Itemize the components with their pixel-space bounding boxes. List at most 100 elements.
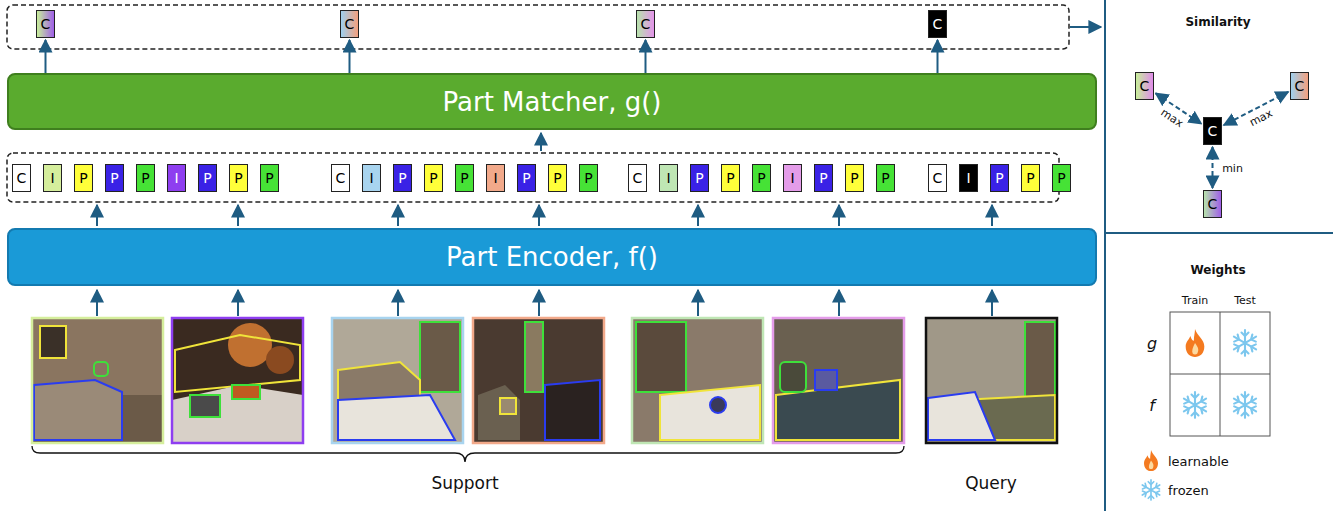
node-text: C xyxy=(336,170,346,186)
part-token: I xyxy=(362,164,381,192)
part-token: P xyxy=(229,164,248,192)
class-token: C xyxy=(928,10,947,38)
edge-label: max xyxy=(1158,105,1187,130)
part-token: I xyxy=(486,164,505,192)
part-token: P xyxy=(721,164,740,192)
text-label: Support xyxy=(431,473,498,493)
node-text: P xyxy=(881,170,889,186)
node-text: P xyxy=(79,170,87,186)
part-token: I xyxy=(167,164,186,192)
class-token: C xyxy=(636,10,655,38)
node-text: I xyxy=(174,170,178,186)
node-text: C xyxy=(345,16,355,32)
node-text: I xyxy=(50,170,54,186)
node-text: C xyxy=(41,16,51,32)
node-text: P xyxy=(1057,170,1065,186)
node-text: C xyxy=(1140,78,1150,94)
node-text: P xyxy=(265,170,273,186)
edge-label: min xyxy=(1221,161,1244,174)
text-label: g xyxy=(1147,334,1157,353)
part-token: P xyxy=(517,164,536,192)
text-label: Test xyxy=(1234,294,1256,307)
node-text: P xyxy=(398,170,406,186)
part-token: P xyxy=(1052,164,1071,192)
connector xyxy=(45,40,47,73)
text-label: f xyxy=(1149,396,1155,415)
node-text: P xyxy=(203,170,211,186)
part-token: I xyxy=(43,164,62,192)
node-text: I xyxy=(493,170,497,186)
text-label: Query xyxy=(965,473,1017,493)
part-token: P xyxy=(455,164,474,192)
class-token: C xyxy=(1203,117,1222,145)
node-text: P xyxy=(850,170,858,186)
node-text: I xyxy=(369,170,373,186)
node-text: P xyxy=(234,170,242,186)
node-text: P xyxy=(141,170,149,186)
class-token: C xyxy=(36,10,55,38)
part-token: P xyxy=(260,164,279,192)
class-token: C xyxy=(340,10,359,38)
node-text: P xyxy=(584,170,592,186)
node-text: P xyxy=(695,170,703,186)
part-token: I xyxy=(659,164,678,192)
node-text: P xyxy=(522,170,530,186)
node-text: P xyxy=(460,170,468,186)
node-text: I xyxy=(966,170,970,186)
text-label: Weights xyxy=(1190,263,1245,277)
node-text: Part Encoder, f() xyxy=(446,242,658,272)
part-token: P xyxy=(393,164,412,192)
class-token: C xyxy=(1290,72,1309,100)
text-label: Similarity xyxy=(1185,15,1250,29)
part-token: I xyxy=(959,164,978,192)
node-text: P xyxy=(553,170,561,186)
part-token: P xyxy=(845,164,864,192)
node-text: P xyxy=(726,170,734,186)
part-token: P xyxy=(579,164,598,192)
node-text: P xyxy=(995,170,1003,186)
part-token: C xyxy=(12,164,31,192)
part-token: P xyxy=(548,164,567,192)
part-token: P xyxy=(424,164,443,192)
connector xyxy=(349,40,351,73)
node-text: C xyxy=(1295,78,1305,94)
node-text: I xyxy=(666,170,670,186)
node-text: P xyxy=(110,170,118,186)
part-matcher-box: Part Matcher, g() xyxy=(7,73,1097,130)
part-token: P xyxy=(990,164,1009,192)
part-encoder-box: Part Encoder, f() xyxy=(7,228,1097,286)
node-text: Part Matcher, g() xyxy=(443,87,662,117)
part-token: P xyxy=(74,164,93,192)
node-text: C xyxy=(633,170,643,186)
part-token: P xyxy=(752,164,771,192)
node-text: I xyxy=(790,170,794,186)
node-text: P xyxy=(757,170,765,186)
part-token: P xyxy=(1021,164,1040,192)
part-token: P xyxy=(105,164,124,192)
node-text: C xyxy=(17,170,27,186)
legend-text: frozen xyxy=(1168,483,1209,498)
part-token: P xyxy=(690,164,709,192)
connector xyxy=(645,40,647,73)
node-text: C xyxy=(933,16,943,32)
part-token: P xyxy=(876,164,895,192)
part-token: I xyxy=(783,164,802,192)
class-token: C xyxy=(1203,190,1222,218)
node-text: C xyxy=(641,16,651,32)
part-token: P xyxy=(198,164,217,192)
legend-text: learnable xyxy=(1168,454,1229,469)
part-token: P xyxy=(136,164,155,192)
node-text: C xyxy=(1208,196,1218,212)
part-token: P xyxy=(814,164,833,192)
text-label: Train xyxy=(1182,294,1208,307)
part-token: C xyxy=(628,164,647,192)
part-token: C xyxy=(331,164,350,192)
node-text: P xyxy=(819,170,827,186)
node-text: C xyxy=(1208,123,1218,139)
node-text: P xyxy=(429,170,437,186)
connector xyxy=(937,40,939,73)
part-token: C xyxy=(928,164,947,192)
connector xyxy=(1212,147,1214,188)
class-token: C xyxy=(1135,72,1154,100)
node-text: P xyxy=(1026,170,1034,186)
